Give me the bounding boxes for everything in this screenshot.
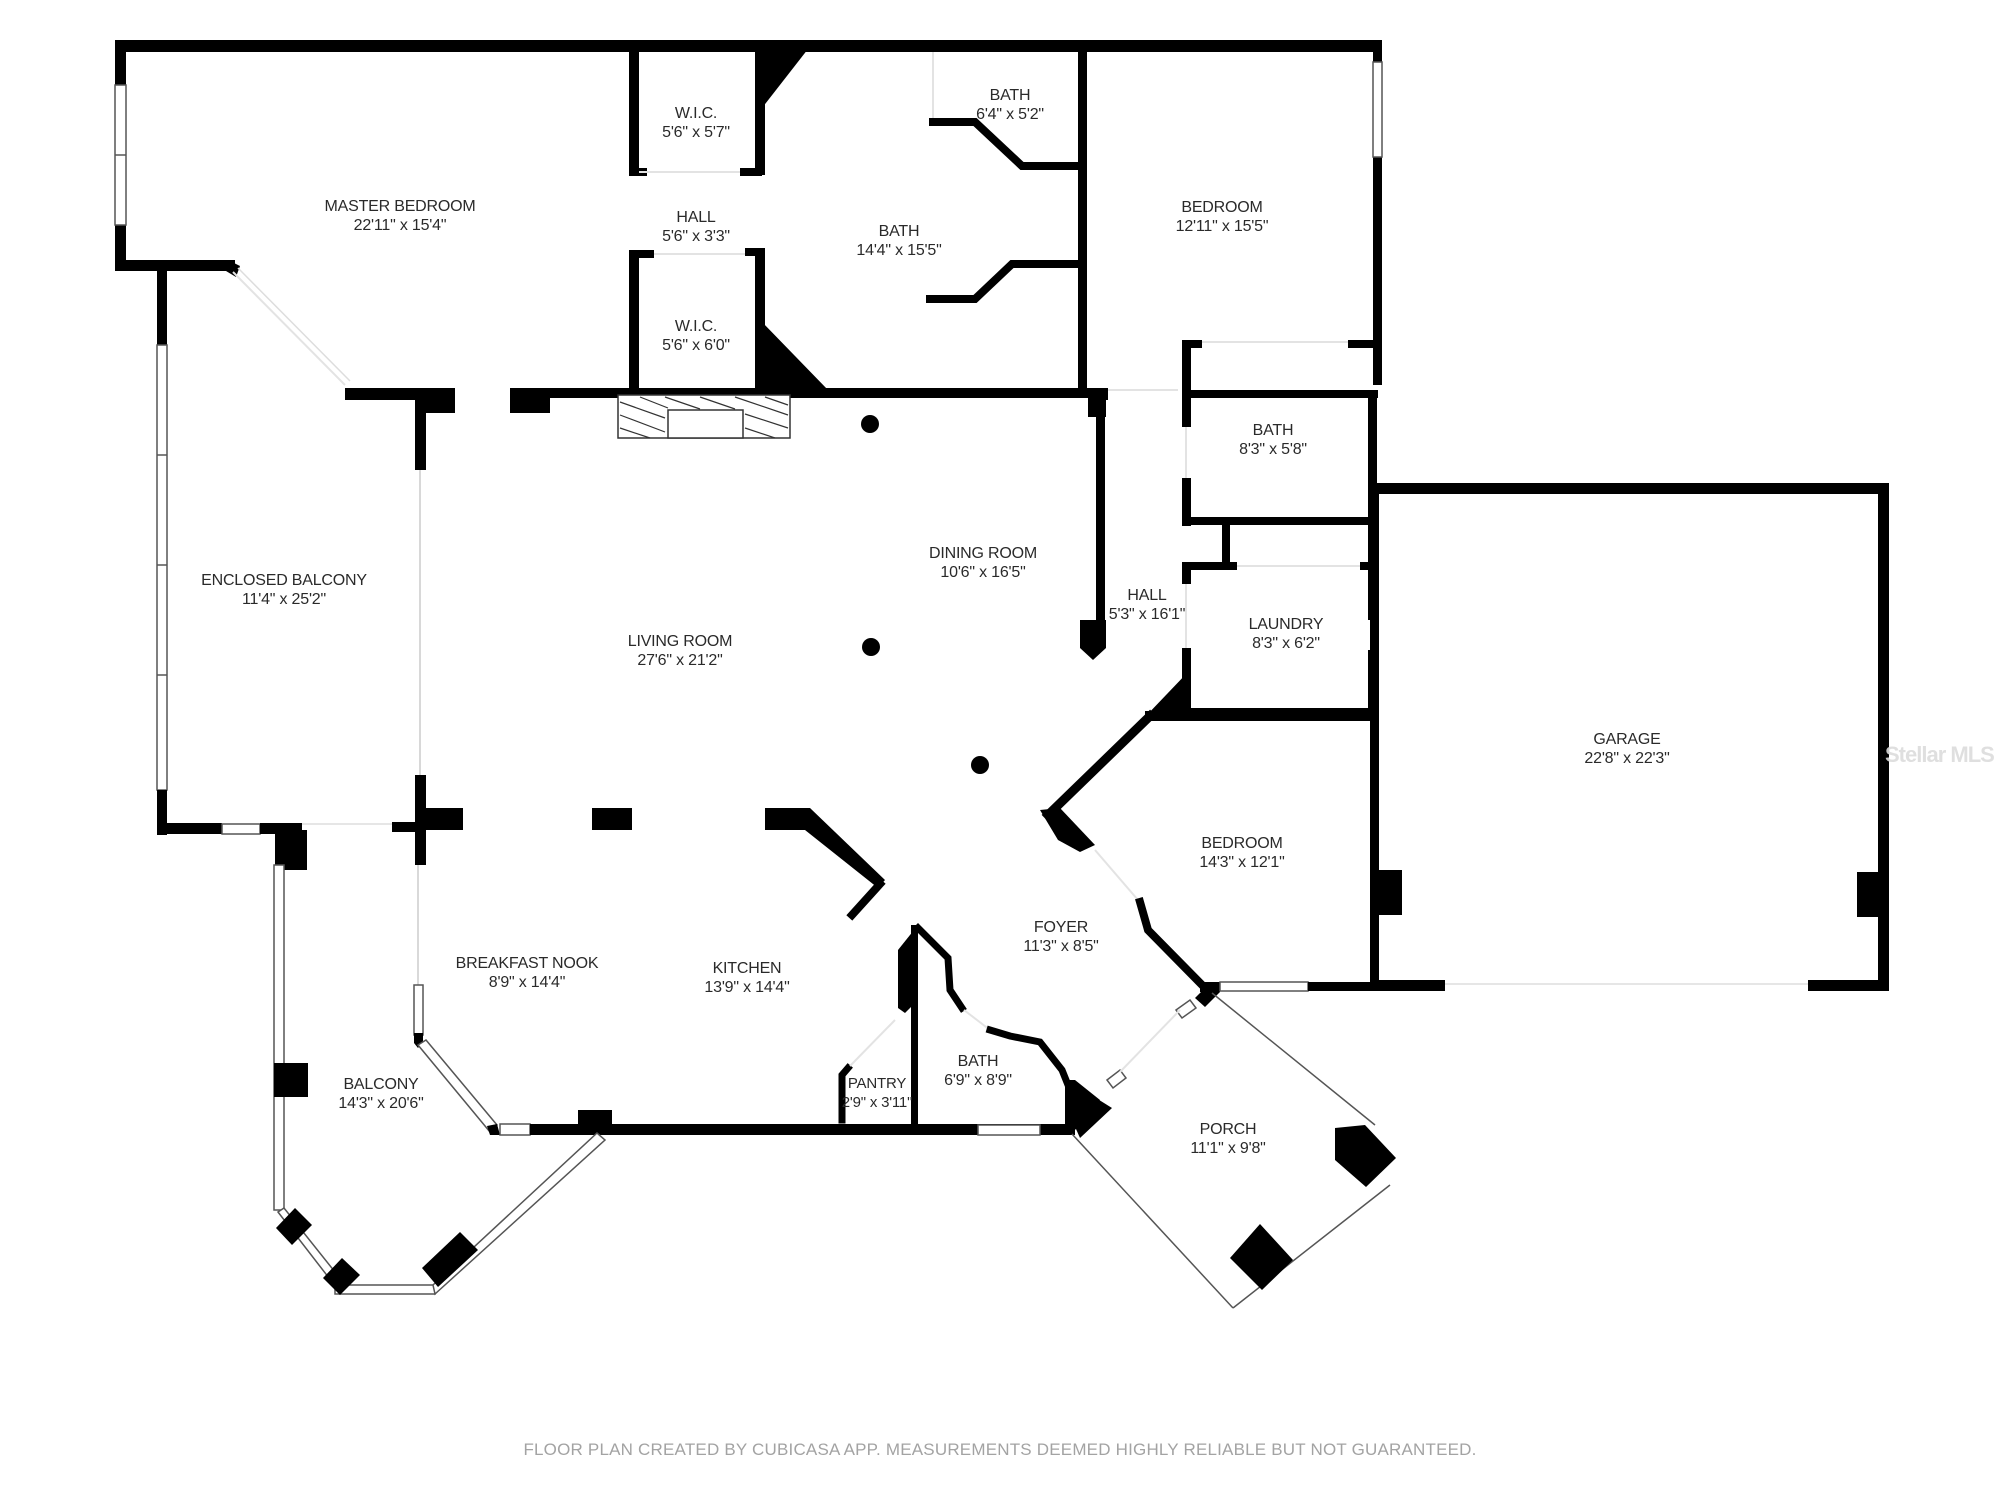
light-fixture-icon bbox=[862, 638, 880, 656]
room-name: PANTRY bbox=[847, 1075, 907, 1092]
room-name: HALL bbox=[676, 209, 716, 226]
room-dimensions: 14'4" x 15'5" bbox=[856, 242, 942, 259]
room-name: PORCH bbox=[1199, 1121, 1257, 1138]
room-label-living-room: LIVING ROOM 27'6" x 21'2" bbox=[627, 632, 733, 670]
room-label-master-bath: BATH 14'4" x 15'5" bbox=[856, 222, 941, 260]
light-fixture-icon bbox=[971, 756, 989, 774]
room-dimensions: 22'8" x 22'3" bbox=[1584, 750, 1670, 767]
room-name: LIVING ROOM bbox=[627, 633, 733, 650]
room-label-bedroom-ne: BEDROOM 12'11" x 15'5" bbox=[1176, 198, 1269, 236]
room-label-master-bedroom: MASTER BEDROOM 22'11" x 15'4" bbox=[325, 197, 476, 235]
disclaimer-footer: FLOOR PLAN CREATED BY CUBICASA APP. MEAS… bbox=[523, 1440, 1477, 1459]
room-label-breakfast-nook: BREAKFAST NOOK 8'9" x 14'4" bbox=[456, 954, 599, 992]
room-name: BATH bbox=[878, 223, 920, 240]
room-name: BREAKFAST NOOK bbox=[455, 955, 599, 972]
room-dimensions: 8'9" x 14'4" bbox=[488, 974, 566, 991]
room-dimensions: 6'4" x 5'2" bbox=[976, 106, 1044, 123]
room-dimensions: 6'9" x 8'9" bbox=[944, 1072, 1012, 1089]
room-name: KITCHEN bbox=[712, 960, 782, 977]
watermark: Stellar MLS bbox=[1885, 742, 1995, 767]
room-name: MASTER BEDROOM bbox=[324, 198, 476, 215]
room-name: W.I.C. bbox=[674, 105, 718, 122]
room-name: BATH bbox=[989, 87, 1031, 104]
room-label-pantry: PANTRY 2'9" x 3'11" bbox=[841, 1074, 913, 1112]
room-label-bedroom-se: BEDROOM 14'3" x 12'1" bbox=[1199, 834, 1284, 872]
room-dimensions: 5'6" x 5'7" bbox=[662, 124, 730, 141]
room-name: BEDROOM bbox=[1181, 199, 1263, 216]
room-dimensions: 8'3" x 5'8" bbox=[1239, 441, 1307, 458]
room-label-hall-closets: HALL 5'6" x 3'3" bbox=[662, 208, 730, 246]
room-name: BATH bbox=[1252, 422, 1294, 439]
room-label-laundry: LAUNDRY 8'3" x 6'2" bbox=[1249, 615, 1324, 653]
room-label-garage: GARAGE 22'8" x 22'3" bbox=[1584, 730, 1669, 768]
room-dimensions: 12'11" x 15'5" bbox=[1175, 218, 1269, 235]
room-dimensions: 5'6" x 6'0" bbox=[662, 337, 730, 354]
room-dimensions: 14'3" x 20'6" bbox=[338, 1095, 424, 1112]
room-dimensions: 11'3" x 8'5" bbox=[1023, 938, 1099, 955]
room-dimensions: 22'11" x 15'4" bbox=[353, 217, 447, 234]
room-dimensions: 14'3" x 12'1" bbox=[1199, 854, 1285, 871]
room-label-dining-room: DINING ROOM 10'6" x 16'5" bbox=[929, 544, 1037, 582]
room-dimensions: 5'3" x 16'1" bbox=[1108, 606, 1186, 623]
room-name: LAUNDRY bbox=[1248, 616, 1324, 633]
room-dimensions: 11'1" x 9'8" bbox=[1190, 1140, 1266, 1157]
room-name: ENCLOSED BALCONY bbox=[201, 572, 367, 589]
room-label-enclosed-balcony: ENCLOSED BALCONY 11'4" x 25'2" bbox=[201, 571, 367, 609]
room-label-hall-east: HALL 5'3" x 16'1" bbox=[1108, 586, 1186, 624]
room-dimensions: 2'9" x 3'11" bbox=[841, 1094, 913, 1111]
room-label-bath-foyer: BATH 6'9" x 8'9" bbox=[944, 1052, 1012, 1090]
room-name: DINING ROOM bbox=[928, 545, 1038, 562]
room-label-porch: PORCH 11'1" x 9'8" bbox=[1190, 1120, 1265, 1158]
room-dimensions: 27'6" x 21'2" bbox=[637, 652, 723, 669]
room-dimensions: 11'4" x 25'2" bbox=[242, 591, 326, 608]
room-label-kitchen: KITCHEN 13'9" x 14'4" bbox=[704, 959, 789, 997]
room-dimensions: 8'3" x 6'2" bbox=[1252, 635, 1320, 652]
room-label-wic-upper: W.I.C. 5'6" x 5'7" bbox=[662, 104, 730, 142]
room-label-wic-lower: W.I.C. 5'6" x 6'0" bbox=[662, 317, 730, 355]
light-fixture-icon bbox=[861, 415, 879, 433]
room-label-foyer: FOYER 11'3" x 8'5" bbox=[1023, 918, 1098, 956]
room-dimensions: 13'9" x 14'4" bbox=[704, 979, 790, 996]
room-dimensions: 10'6" x 16'5" bbox=[940, 564, 1026, 581]
room-name: BEDROOM bbox=[1201, 835, 1283, 852]
room-name: BALCONY bbox=[343, 1076, 419, 1093]
room-name: FOYER bbox=[1033, 919, 1089, 936]
room-label-bath-small: BATH 6'4" x 5'2" bbox=[976, 86, 1044, 124]
room-name: HALL bbox=[1127, 587, 1167, 604]
room-label-balcony: BALCONY 14'3" x 20'6" bbox=[338, 1075, 423, 1113]
room-label-bath-hall: BATH 8'3" x 5'8" bbox=[1239, 421, 1307, 459]
room-name: W.I.C. bbox=[674, 318, 718, 335]
room-dimensions: 5'6" x 3'3" bbox=[662, 228, 730, 245]
fireplace-icon bbox=[617, 394, 791, 439]
room-name: GARAGE bbox=[1593, 731, 1661, 748]
room-name: BATH bbox=[957, 1053, 999, 1070]
